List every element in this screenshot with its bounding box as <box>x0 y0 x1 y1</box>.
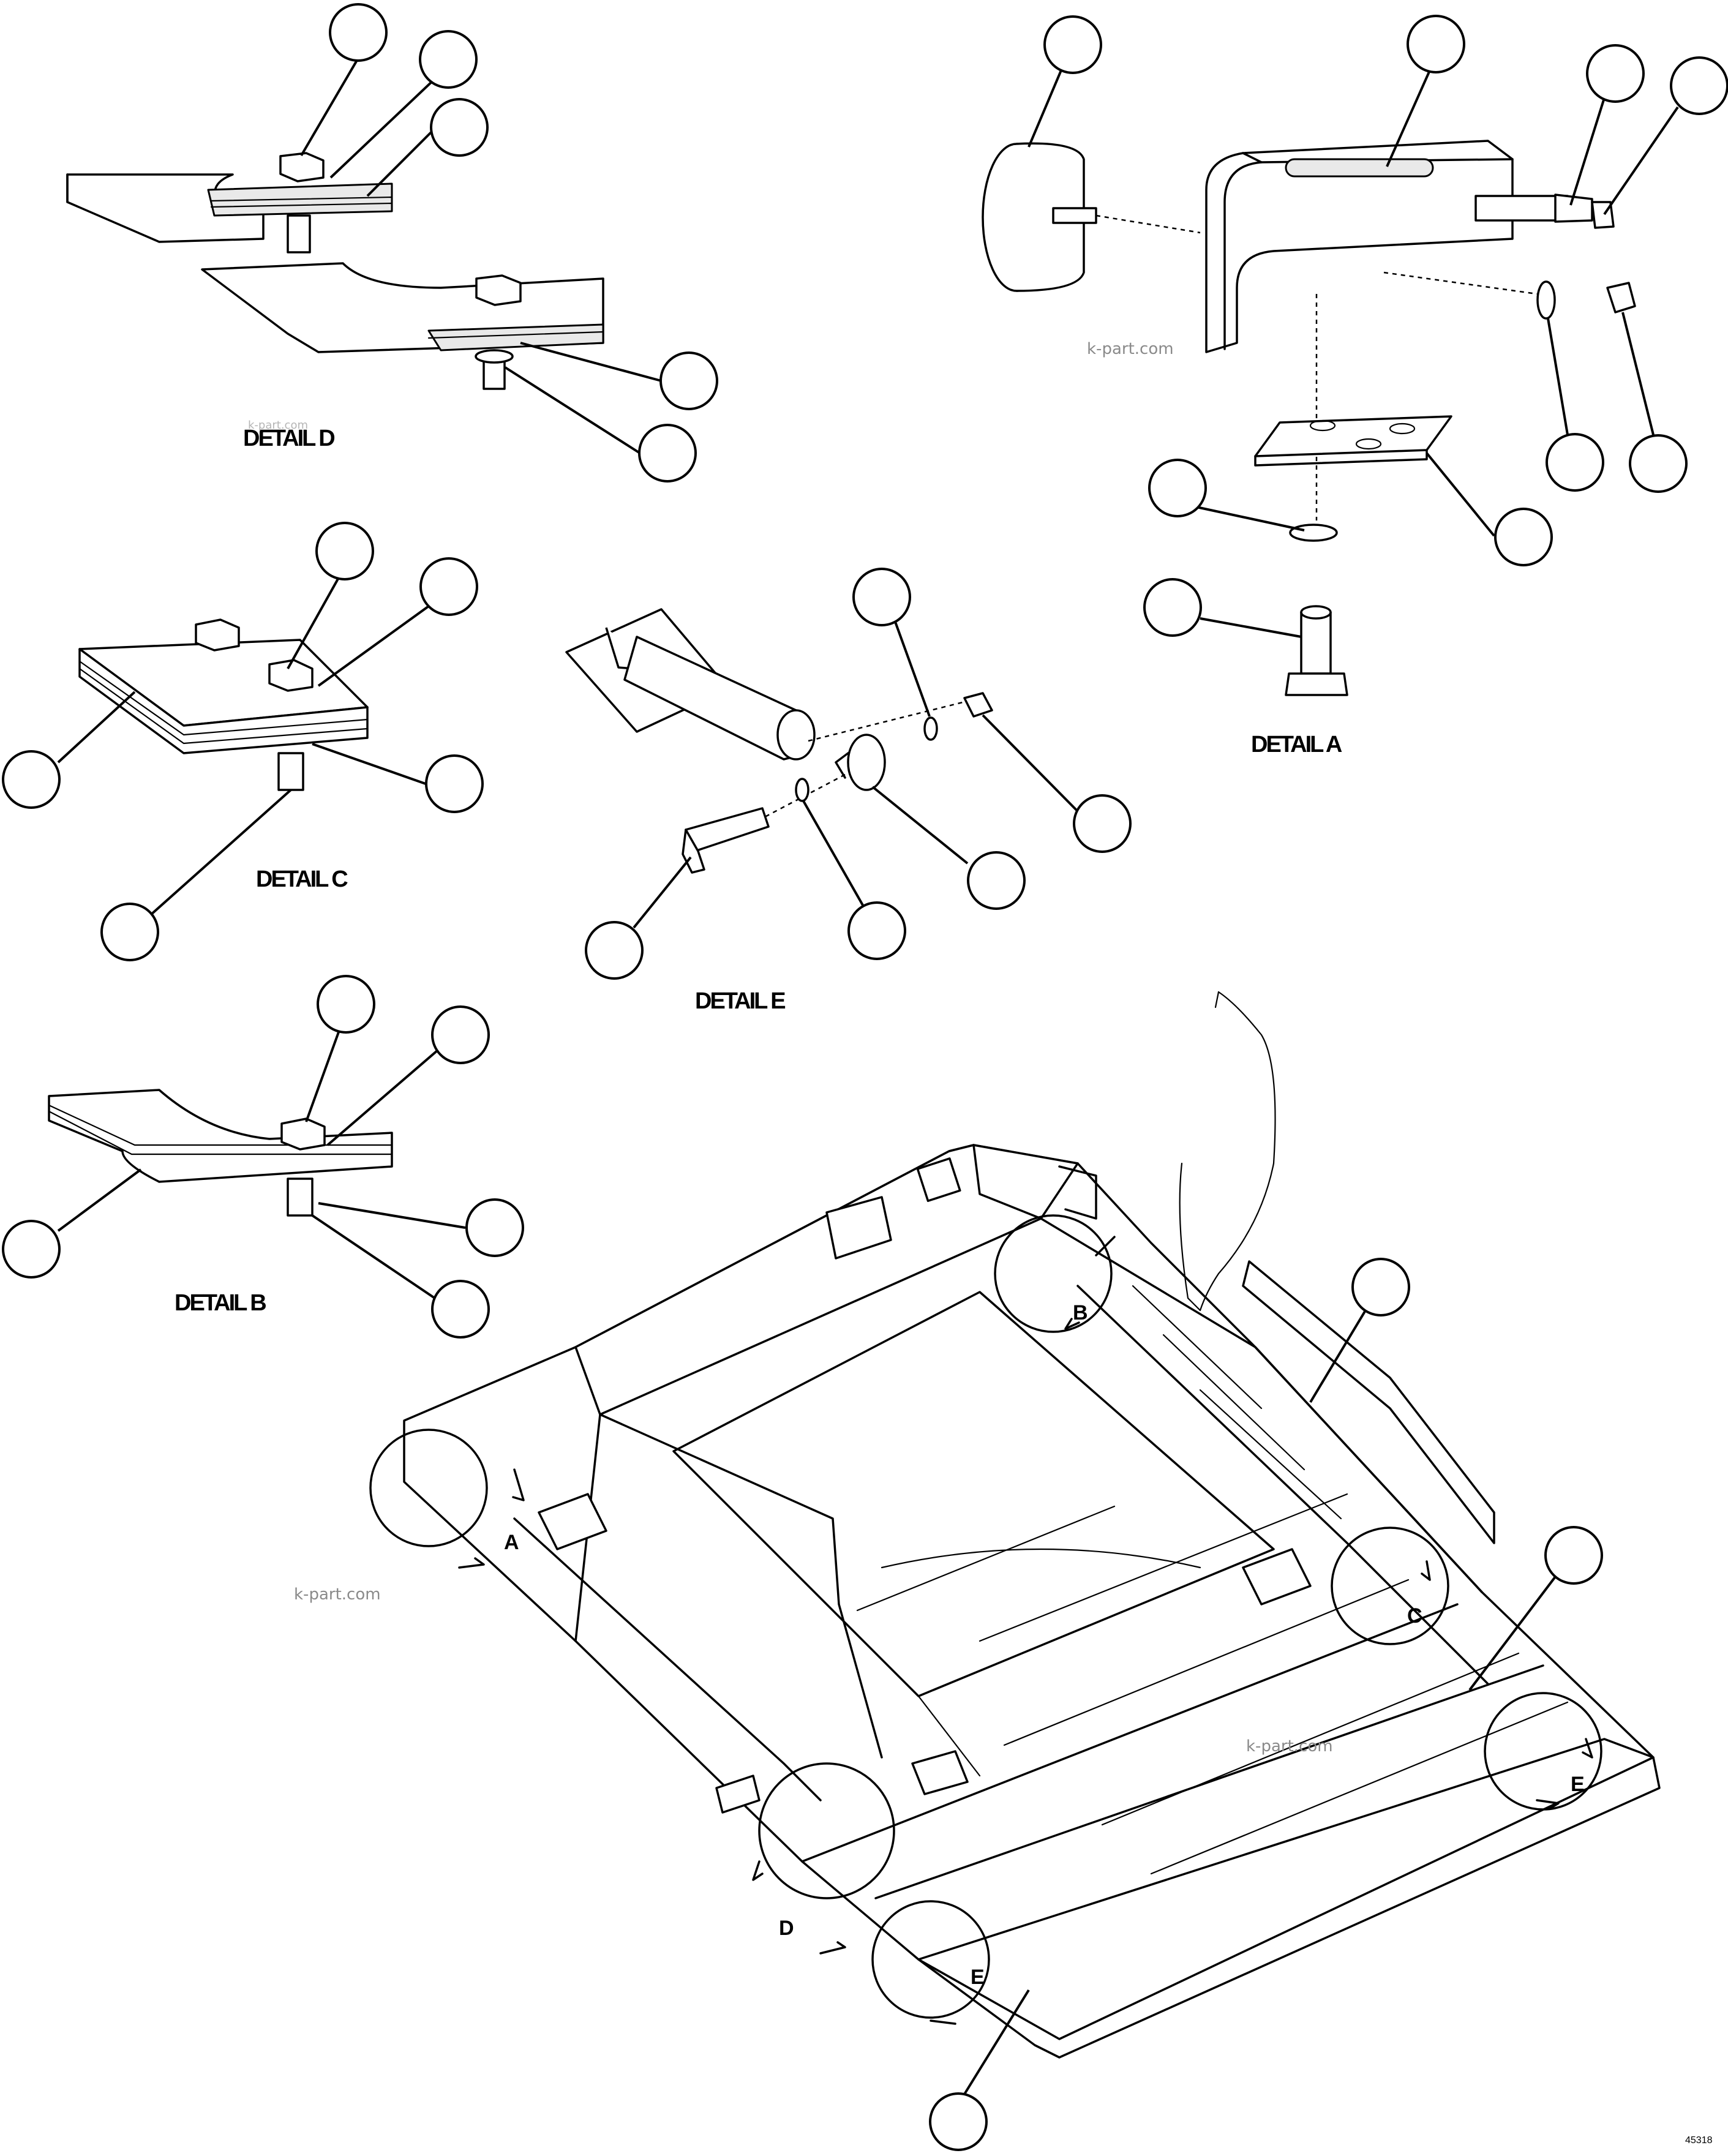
detail-a-assembly <box>982 140 1636 696</box>
detail-c-label: DETAIL C <box>256 866 348 892</box>
balloon <box>967 851 1026 910</box>
balloon <box>1148 459 1207 517</box>
balloon <box>465 1198 524 1257</box>
callout-a: A <box>504 1531 519 1554</box>
balloon <box>431 1280 490 1339</box>
figure-number: 45318 <box>1685 2135 1713 2146</box>
balloon <box>1351 1258 1410 1317</box>
watermark: k-part.com <box>1246 1737 1333 1756</box>
item-balloons <box>2 3 1728 2151</box>
balloon <box>1586 44 1645 103</box>
detail-e-assembly <box>565 608 993 874</box>
detail-a-label: DETAIL A <box>1251 732 1342 757</box>
balloon <box>1544 1526 1603 1585</box>
detail-b-label: DETAIL B <box>175 1290 266 1316</box>
balloon <box>1494 508 1553 566</box>
balloon <box>419 557 478 616</box>
balloon <box>419 30 478 89</box>
balloon <box>315 522 374 580</box>
main-frame-assembly <box>403 991 1661 2059</box>
balloon <box>2 1220 61 1279</box>
callout-circles <box>369 1214 1602 2025</box>
callout-e-right: E <box>1571 1773 1585 1796</box>
watermark: k-part.com <box>294 1585 381 1604</box>
balloon <box>852 568 911 626</box>
watermark: k-part.com <box>1087 340 1174 358</box>
balloon <box>638 424 697 483</box>
balloon <box>317 975 375 1034</box>
balloon <box>1043 15 1102 74</box>
balloon <box>1143 578 1202 637</box>
balloon <box>430 98 489 157</box>
balloon <box>329 3 388 62</box>
detail-c-assembly <box>78 618 369 791</box>
detail-b-assembly <box>48 1089 393 1217</box>
callout-b: B <box>1073 1301 1088 1324</box>
balloon <box>659 351 718 410</box>
detail-e-label: DETAIL E <box>695 988 785 1014</box>
watermark: k-part.com <box>248 419 308 432</box>
callout-d: D <box>779 1917 794 1940</box>
balloon <box>1670 56 1728 115</box>
balloon <box>1629 434 1688 493</box>
balloon <box>1546 433 1604 492</box>
detail-d-label: DETAIL D <box>243 426 334 451</box>
detail-d-assembly <box>66 152 604 390</box>
labels: DETAIL D DETAIL A DETAIL C DETAIL E DETA… <box>175 340 1713 2146</box>
callout-e-left: E <box>971 1966 985 1989</box>
balloon <box>425 754 484 813</box>
balloon <box>2 750 61 809</box>
balloon <box>585 921 644 980</box>
balloon <box>431 1005 490 1064</box>
balloon <box>1407 15 1465 73</box>
balloon <box>1073 794 1132 853</box>
balloon <box>847 901 906 960</box>
balloon <box>100 903 159 961</box>
balloon <box>929 2092 988 2151</box>
callout-c: C <box>1407 1604 1422 1628</box>
